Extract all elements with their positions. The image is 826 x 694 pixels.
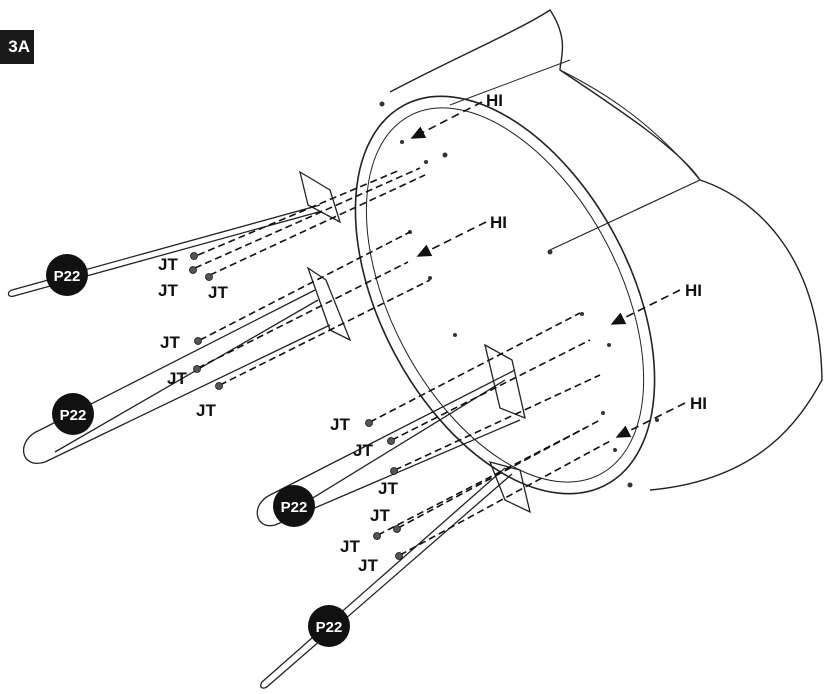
screw-label-11: JT <box>340 537 360 556</box>
oval-rim <box>354 95 656 495</box>
screw-label-4: JT <box>160 333 180 352</box>
screw-label-1: JT <box>158 255 178 274</box>
part-badge-2-text: P22 <box>60 407 87 424</box>
hole-label-4: HI <box>690 394 707 413</box>
screw-label-12: JT <box>358 556 378 575</box>
step-label: 3A <box>0 30 34 64</box>
part-badge-2: P22 <box>52 393 94 435</box>
hole-label-2: HI <box>490 213 507 232</box>
part-badge-4-text: P22 <box>316 619 343 636</box>
leg-3 <box>256 343 526 527</box>
hole-label-3: HI <box>685 281 702 300</box>
screw-label-6: JT <box>196 401 216 420</box>
screw-label-10: JT <box>370 506 390 525</box>
hole-label-1: HI <box>486 91 503 110</box>
part-badge-1: P22 <box>46 254 88 296</box>
leg-4 <box>260 461 531 689</box>
screw-label-7: JT <box>330 415 350 434</box>
part-badge-3-text: P22 <box>281 499 308 516</box>
part-badge-1-text: P22 <box>54 268 81 285</box>
screw-label-3: JT <box>208 283 228 302</box>
screw-label-8: JT <box>353 441 373 460</box>
leg-2 <box>23 266 352 464</box>
screw-label-5: JT <box>167 369 187 388</box>
hi-arrows <box>410 101 686 438</box>
part-badge-3: P22 <box>273 485 315 527</box>
guide-lines <box>194 167 613 556</box>
rim-holes <box>379 101 659 488</box>
screw-label-9: JT <box>378 479 398 498</box>
shell-body <box>389 9 823 491</box>
part-badge-4: P22 <box>308 605 350 647</box>
screw-label-2: JT <box>158 281 178 300</box>
screws <box>189 252 403 560</box>
